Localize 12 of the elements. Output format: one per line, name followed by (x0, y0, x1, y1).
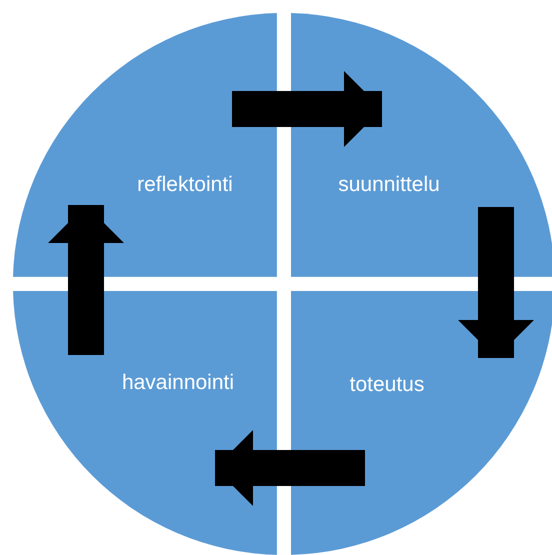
block-arrow (232, 71, 382, 147)
quadrant-segment (13, 13, 277, 277)
quadrant-segment (291, 13, 552, 277)
stage-label: suunnittelu (338, 172, 440, 197)
stage-label: havainnointi (122, 371, 234, 395)
block-arrow (458, 207, 534, 358)
stage-label: reflektointi (137, 172, 233, 197)
quadrant-segment (13, 291, 277, 555)
stage-label: toteutus (350, 373, 424, 397)
quadrant-segment (291, 291, 552, 555)
block-arrow (48, 205, 124, 355)
block-arrow (215, 430, 365, 506)
